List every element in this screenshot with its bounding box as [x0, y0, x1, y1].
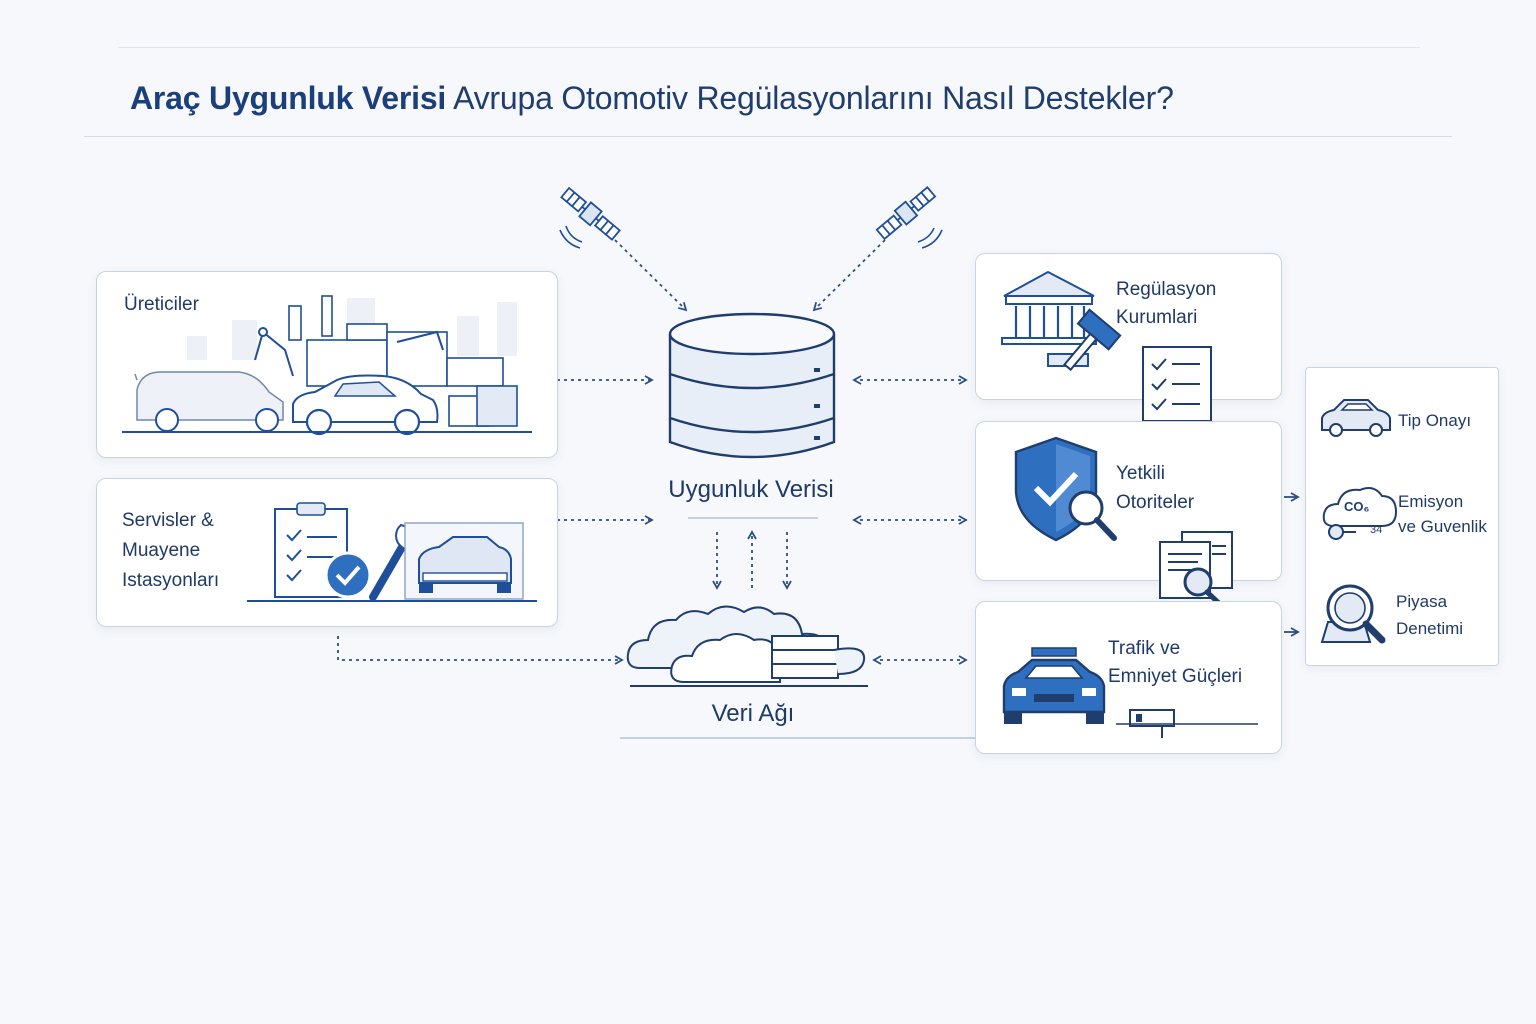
magnifier-icon [1320, 584, 1386, 644]
traffic-police-card: Trafik ve Emniyet Güçleri [975, 601, 1282, 754]
co2-cloud-icon [1322, 487, 1398, 540]
car-outline-icon [1321, 399, 1391, 437]
satellite-right-link [812, 239, 886, 312]
services-label-line3: Istasyonları [122, 570, 220, 591]
co2-icon-text: CO₆ [1344, 499, 1370, 514]
market-label-line1: Piyasa [1396, 592, 1448, 611]
top-divider [118, 47, 1420, 48]
co2-icon-subtext: 34 [1370, 524, 1383, 536]
traffic-label-line1: Trafik ve [1108, 638, 1181, 659]
services-cloud-link [337, 636, 624, 665]
services-label-line2: Muayene [122, 540, 201, 561]
page-title: Araç Uygunluk Verisi Avrupa Otomotiv Reg… [130, 80, 1174, 117]
cloud-network-icon [626, 605, 868, 687]
documents-search-icon [1159, 531, 1233, 609]
service-illustration [247, 502, 537, 602]
regulators-label-line1: Regülasyon [1116, 279, 1217, 300]
traffic-label-line2: Emniyet Güçleri [1108, 666, 1243, 687]
database-icon [668, 312, 836, 459]
services-card: Servisler & Muayene Istasyonları [96, 478, 558, 627]
courthouse-icon [1001, 270, 1097, 367]
manufacturers-label: Üreticiler [124, 294, 199, 315]
police-car-icon [1002, 647, 1258, 738]
network-label: Veri Ağı [711, 700, 795, 727]
regulators-card: Regülasyon Kurumlari [975, 253, 1282, 400]
satellite-right-icon [875, 186, 943, 249]
type-approval-label: Tip Onayı [1398, 411, 1472, 430]
market-label-line2: Denetimi [1396, 619, 1464, 638]
factory-illustration [122, 295, 532, 436]
page-title-bold: Araç Uygunluk Verisi [130, 80, 447, 116]
competent-label-line2: Otoriteler [1116, 492, 1195, 513]
services-label-line1: Servisler & [122, 510, 214, 531]
emission-label-line2: ve Guvenlik [1398, 517, 1487, 536]
competent-label-line1: Yetkili [1116, 463, 1165, 484]
gavel-icon [1063, 308, 1122, 372]
satellite-left-link [614, 239, 688, 312]
manufacturers-card: Üreticiler [96, 271, 558, 458]
checklist-icon [1142, 346, 1212, 422]
title-divider [84, 136, 1452, 137]
shield-check-icon [1014, 436, 1117, 542]
outcomes-panel: Tip Onayı CO₆ 34 Emisyon ve Guvenlik Piy… [1305, 367, 1499, 666]
emission-label-line1: Emisyon [1398, 492, 1464, 511]
satellite-left-icon [559, 186, 621, 249]
database-label: Uygunluk Verisi [668, 476, 834, 503]
regulators-label-line2: Kurumlari [1116, 307, 1198, 328]
page-title-rest: Avrupa Otomotiv Regülasyonlarını Nasıl D… [446, 80, 1174, 116]
